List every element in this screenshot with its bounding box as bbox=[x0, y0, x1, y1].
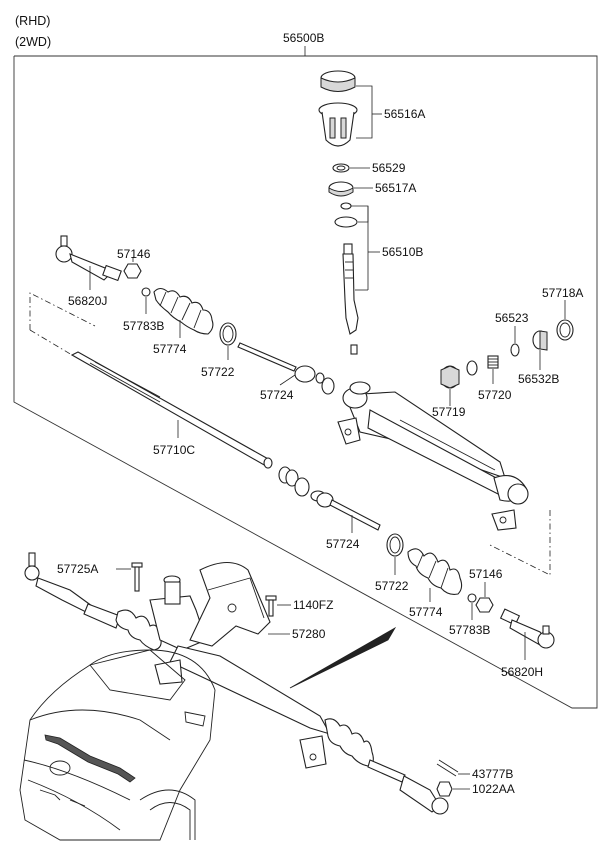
cotter-pin-43777B bbox=[436, 759, 459, 777]
bolt-1140FZ bbox=[265, 595, 277, 617]
label-57720: 57720 bbox=[478, 388, 512, 402]
label-57722-lower: 57722 bbox=[375, 579, 409, 593]
label-57280: 57280 bbox=[292, 627, 326, 641]
leader-56516A bbox=[356, 85, 373, 139]
assembly-label-56500B: 56500B bbox=[283, 31, 324, 45]
label-57783B-lower: 57783B bbox=[449, 623, 490, 637]
bellows-57774-lower bbox=[407, 548, 463, 595]
heat-shield-57280 bbox=[189, 561, 271, 647]
nut-57146-upper bbox=[123, 263, 142, 279]
bellows-57774-upper bbox=[153, 287, 214, 335]
tie-rod-end-56820H bbox=[499, 608, 555, 649]
alignment-line-right bbox=[489, 510, 551, 576]
label-43777B: 43777B bbox=[472, 767, 513, 781]
label-56529: 56529 bbox=[372, 161, 406, 175]
drive-type-label: (2WD) bbox=[15, 35, 51, 49]
label-57719: 57719 bbox=[432, 405, 466, 419]
label-57774-upper: 57774 bbox=[153, 342, 187, 356]
plug-56532B bbox=[532, 330, 548, 351]
label-56517A: 56517A bbox=[375, 181, 416, 195]
alignment-line-left bbox=[29, 292, 96, 330]
inner-tie-rod-57724-lower bbox=[310, 490, 381, 531]
drive-side-label: (RHD) bbox=[15, 14, 50, 28]
rack-bar-57710C bbox=[70, 351, 273, 469]
label-56510B: 56510B bbox=[382, 245, 423, 259]
label-56516A: 56516A bbox=[384, 107, 425, 121]
clip-57783B-upper bbox=[141, 287, 151, 297]
label-56523: 56523 bbox=[495, 311, 529, 325]
label-57146-lower: 57146 bbox=[469, 567, 503, 581]
yoke-57719 bbox=[440, 360, 478, 389]
suv-front-icon bbox=[19, 649, 216, 841]
assembly-frame bbox=[13, 55, 598, 709]
lock-ring-upper bbox=[321, 377, 335, 395]
nut-57146-lower bbox=[475, 597, 494, 613]
pinion-shaft-56510B bbox=[334, 202, 359, 355]
steering-gear-housing bbox=[337, 381, 529, 531]
label-57783B-upper: 57783B bbox=[123, 319, 164, 333]
label-57710C: 57710C bbox=[153, 443, 195, 457]
label-57722-upper: 57722 bbox=[201, 365, 235, 379]
spring-57720 bbox=[487, 355, 499, 369]
clamp-57722-lower bbox=[386, 533, 404, 557]
bearing-assembly bbox=[278, 466, 310, 497]
label-56820J: 56820J bbox=[68, 294, 107, 308]
cover-57718A bbox=[556, 319, 574, 341]
label-56532B: 56532B bbox=[518, 372, 559, 386]
clamp-57722-upper bbox=[219, 322, 237, 346]
tie-rod-end-56820J bbox=[55, 235, 122, 282]
label-57724-upper: 57724 bbox=[260, 388, 294, 402]
label-57725A: 57725A bbox=[57, 562, 98, 576]
ring-56523 bbox=[510, 343, 520, 357]
bearing-56517A bbox=[328, 181, 354, 197]
callout-arrow-icon bbox=[289, 626, 397, 689]
bolt-57725A bbox=[131, 562, 143, 592]
label-57146-upper: 57146 bbox=[117, 247, 151, 261]
label-1022AA: 1022AA bbox=[472, 782, 515, 796]
inner-tie-rod-57724-upper bbox=[237, 342, 325, 384]
seal-56529 bbox=[332, 163, 350, 173]
castle-nut-1022AA bbox=[436, 781, 453, 797]
label-57774-lower: 57774 bbox=[409, 605, 443, 619]
label-1140FZ: 1140FZ bbox=[293, 598, 333, 612]
pinion-housing-cap bbox=[318, 70, 358, 147]
label-57718A: 57718A bbox=[542, 286, 583, 300]
label-57724-lower: 57724 bbox=[326, 537, 360, 551]
clip-57783B-lower bbox=[467, 593, 477, 603]
label-56820H: 56820H bbox=[501, 665, 543, 679]
